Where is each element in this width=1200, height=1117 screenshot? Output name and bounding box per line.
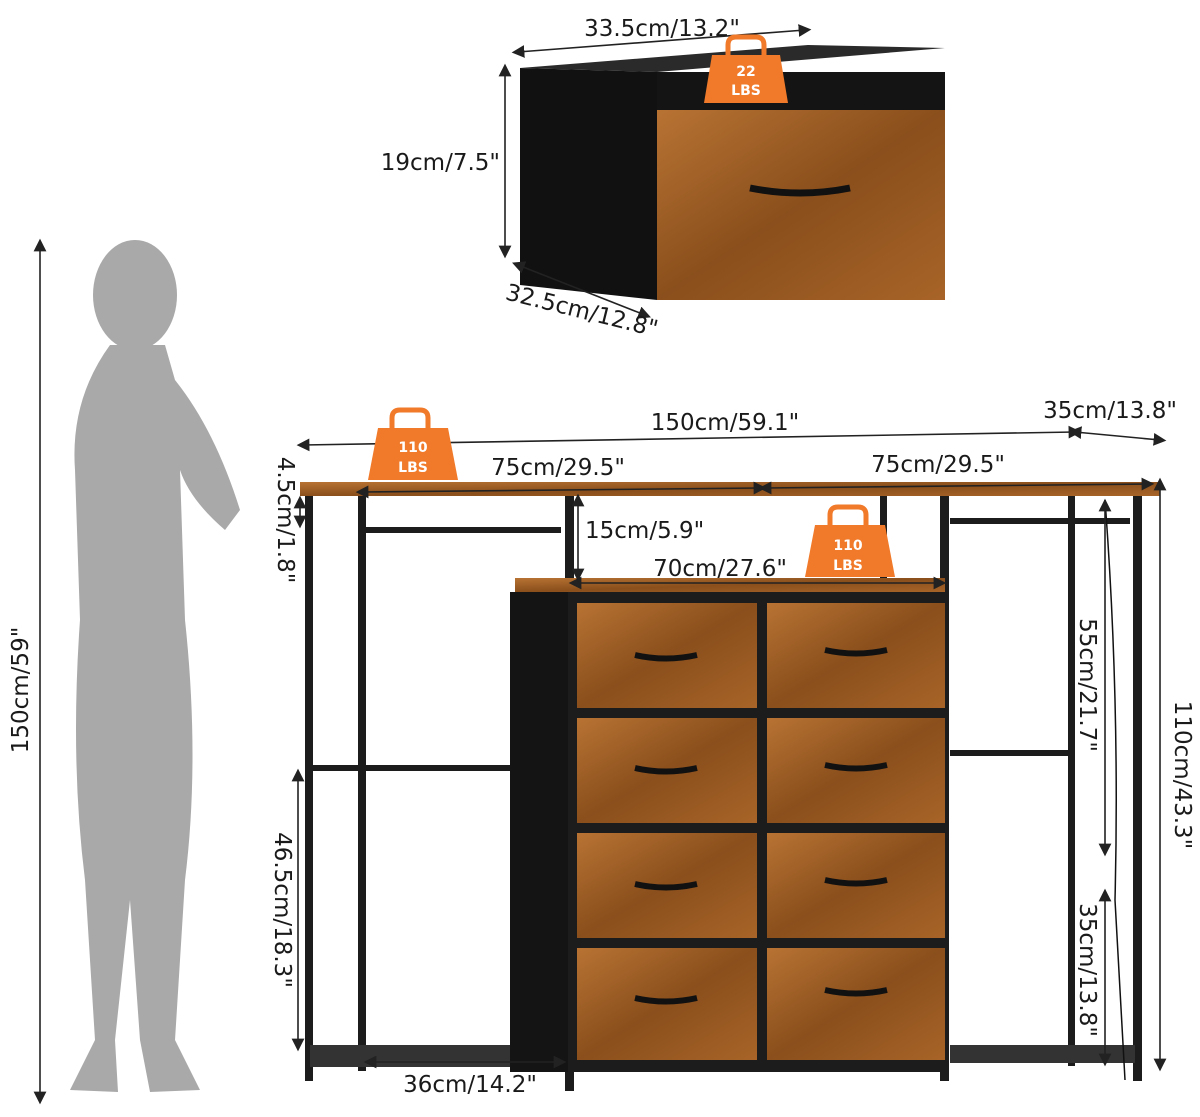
svg-text:LBS: LBS [398,460,428,476]
weight-icon [704,55,788,103]
top-load-badge: 110 LBS [368,407,458,480]
person-silhouette [70,240,240,1092]
drawer[interactable] [767,948,945,1060]
total-height-label: 110cm/43.3" [1169,701,1195,850]
shelf-load-badge: 110 LBS [805,504,895,577]
dresser-width-label: 150cm/59.1" [651,410,800,436]
drawer[interactable] [577,833,757,938]
svg-text:110: 110 [833,538,862,554]
top-shelf-gap-label: 15cm/5.9" [585,518,704,544]
right-bottom-mesh-shelf [950,1045,1135,1063]
drawer[interactable] [767,833,945,938]
bin-height-label: 19cm/7.5" [381,150,500,176]
person-height-label: 150cm/59" [8,627,34,754]
drawer[interactable] [577,603,757,708]
right-rail-height-label: 55cm/21.7" [1074,618,1100,752]
storage-bin [520,45,945,300]
bin-width-label: 33.5cm/13.2" [584,16,740,42]
bottom-shelf-width-label: 36cm/14.2" [403,1072,537,1098]
bin-load-badge: 22 LBS [704,34,788,103]
drawer[interactable] [577,948,757,1060]
right-section-width-label: 75cm/29.5" [871,452,1005,478]
drawer-top-width-label: 70cm/27.6" [653,556,787,582]
top-thickness-label: 4.5cm/1.8" [272,457,298,584]
drawer[interactable] [767,603,945,708]
drawer[interactable] [767,718,945,823]
svg-text:110: 110 [398,440,427,456]
svg-text:LBS: LBS [731,83,761,99]
drawer-grid [577,603,945,1060]
drawer-handle-icon [749,184,851,197]
svg-text:LBS: LBS [833,558,863,574]
svg-text:22: 22 [736,64,755,80]
weight-icon [805,525,895,577]
right-lower-height-label: 35cm/13.8" [1074,903,1100,1037]
drawer[interactable] [577,718,757,823]
left-section-width-label: 75cm/29.5" [491,455,625,481]
power-cord [1104,499,1126,1081]
dresser-depth-label: 35cm/13.8" [1043,398,1177,424]
left-lower-height-label: 46.5cm/18.3" [269,832,295,988]
weight-icon [368,428,458,480]
